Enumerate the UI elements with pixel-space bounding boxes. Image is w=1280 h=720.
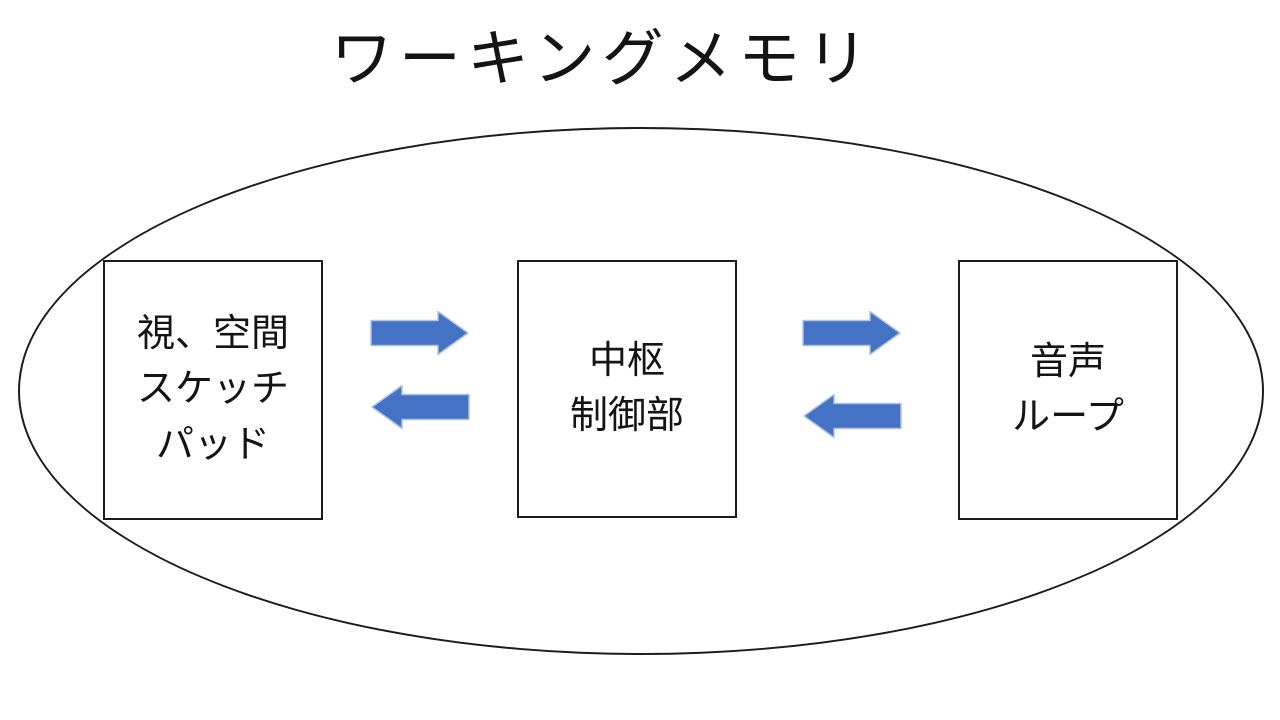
box-visuospatial-sketchpad-label: 視、空間 スケッチ パッド: [136, 313, 289, 466]
box-phonological-loop: 音声 ループ: [958, 260, 1178, 520]
working-memory-ellipse: [18, 127, 1264, 655]
arrow-right-icon: [370, 310, 470, 356]
arrow-right-shape: [370, 310, 469, 356]
arrow-left-icon: [370, 384, 470, 430]
box-central-executive: 中枢 制御部: [517, 260, 737, 518]
box-phonological-loop-label: 音声 ループ: [1012, 340, 1124, 438]
arrow-right-icon: [802, 310, 902, 356]
box-visuospatial-sketchpad: 視、空間 スケッチ パッド: [103, 260, 323, 520]
arrow-right-shape: [802, 310, 901, 356]
arrow-left-icon: [802, 393, 902, 439]
arrow-left-shape: [803, 393, 902, 439]
diagram-title: ワーキングメモリ: [330, 25, 875, 94]
arrow-left-shape: [371, 384, 470, 430]
box-central-executive-label: 中枢 制御部: [569, 339, 684, 437]
